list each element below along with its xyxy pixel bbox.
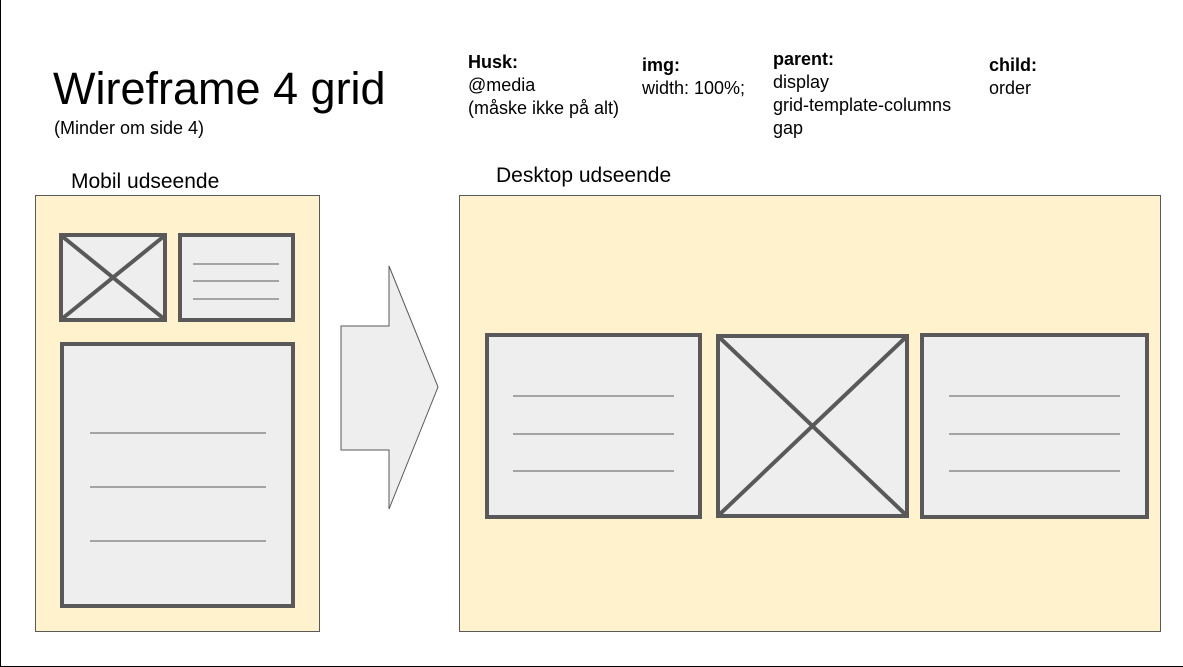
note-heading: child: bbox=[989, 55, 1037, 75]
text-lines-icon bbox=[90, 432, 266, 542]
note-heading: img: bbox=[642, 55, 680, 75]
desktop-label: Desktop udseende bbox=[496, 164, 672, 187]
right-arrow-icon bbox=[340, 265, 439, 510]
note-line: width: 100%; bbox=[642, 78, 746, 98]
text-lines-icon bbox=[949, 395, 1120, 472]
page-subtitle: (Minder om side 4) bbox=[54, 118, 205, 138]
desktop-image-placeholder bbox=[716, 334, 909, 518]
note-line: display bbox=[773, 72, 830, 92]
text-lines-icon bbox=[193, 263, 279, 300]
note-parent: parent: display grid-template-columns ga… bbox=[773, 48, 951, 140]
text-lines-icon bbox=[513, 395, 674, 472]
note-line: (måske ikke på alt) bbox=[468, 98, 620, 118]
note-img: img: width: 100%; bbox=[642, 54, 745, 100]
image-placeholder-icon bbox=[61, 235, 165, 320]
mobile-text-block bbox=[178, 233, 295, 322]
mobile-content-block bbox=[60, 342, 295, 608]
note-line: @media bbox=[468, 75, 536, 95]
desktop-text-block-right bbox=[920, 333, 1149, 519]
desktop-text-block-left bbox=[485, 333, 702, 519]
image-placeholder-icon bbox=[718, 336, 907, 516]
note-line: gap bbox=[773, 118, 804, 138]
note-heading: Husk: bbox=[468, 52, 519, 72]
note-line: grid-template-columns bbox=[773, 95, 952, 115]
note-child: child: order bbox=[989, 54, 1037, 100]
mobile-image-placeholder bbox=[59, 233, 167, 322]
note-husk: Husk: @media (måske ikke på alt) bbox=[468, 51, 619, 120]
note-heading: parent: bbox=[773, 49, 835, 69]
mobile-label: Mobil udseende bbox=[71, 170, 220, 193]
page-title: Wireframe 4 grid bbox=[53, 63, 386, 114]
note-line: order bbox=[989, 78, 1032, 98]
